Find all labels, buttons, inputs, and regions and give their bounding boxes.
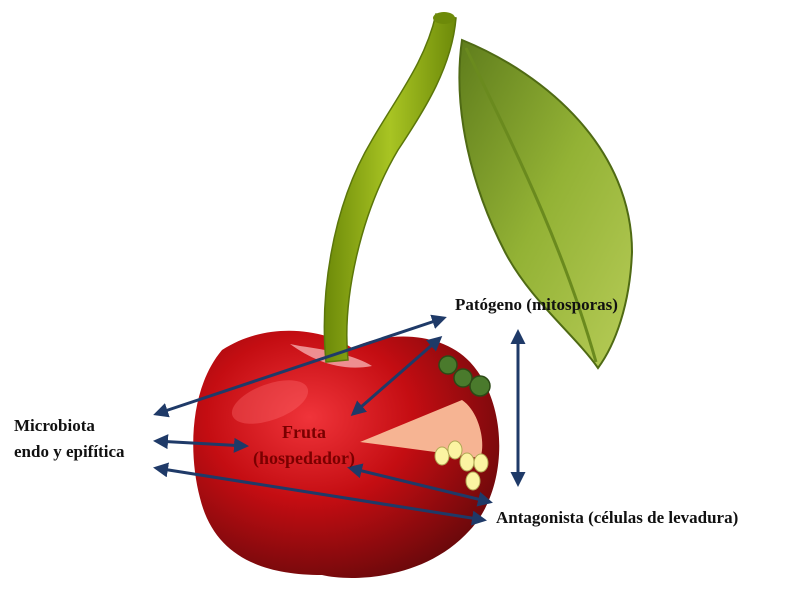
stem [324, 14, 456, 362]
fruit-label-line2: (hospedador) [234, 446, 374, 470]
fruit-label-line1: Fruta [244, 420, 364, 444]
antagonist-label: Antagonista (células de levadura) [496, 506, 738, 530]
leaf-icon [459, 40, 632, 368]
microbiota-label-line1: Microbiota [14, 414, 95, 438]
pathogen-label: Patógeno (mitosporas) [455, 293, 618, 317]
stem-tip [433, 12, 455, 24]
microbiota-label-line2: endo y epifítica [14, 440, 125, 464]
